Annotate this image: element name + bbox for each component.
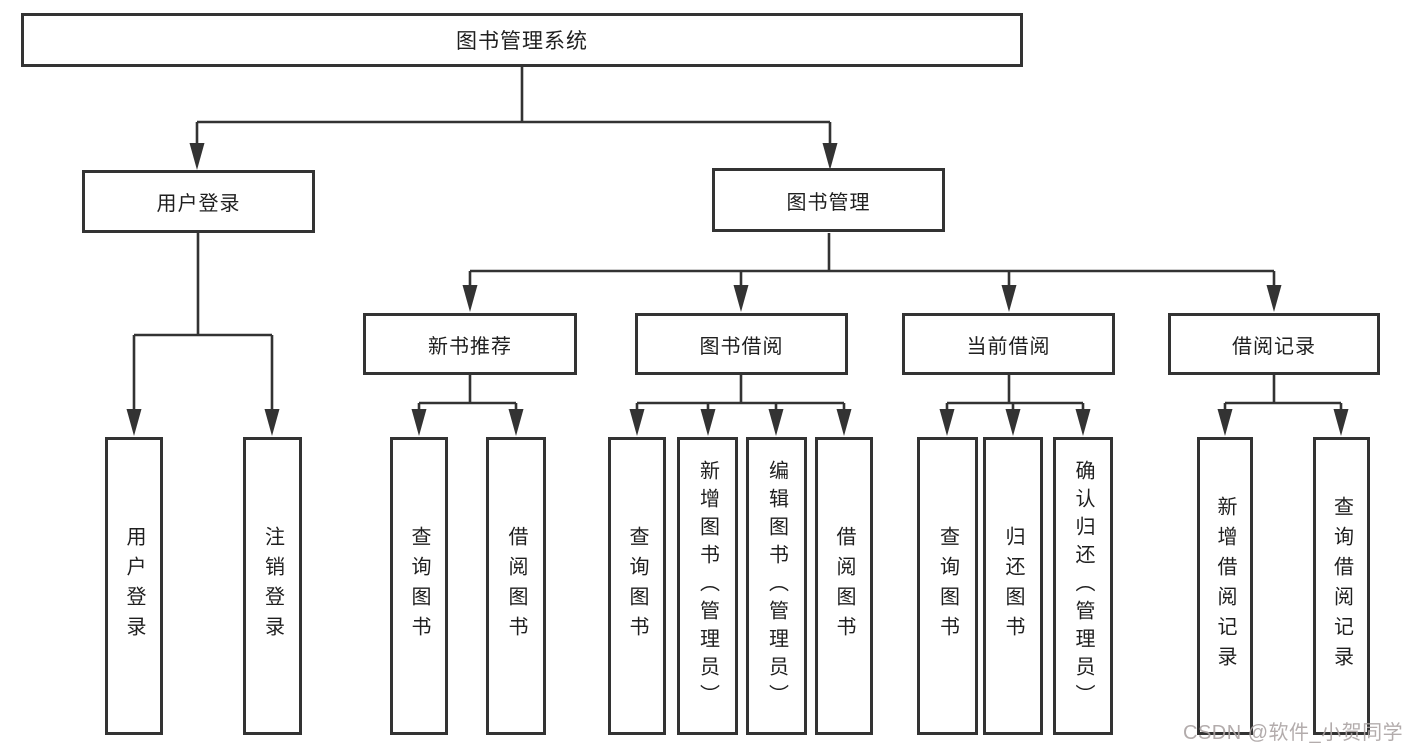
connector-borrow-record-children <box>1217 375 1349 436</box>
leaf-rec-query-book-label: 查询图书 <box>408 526 430 646</box>
node-current-borrowing-label: 当前借阅 <box>966 335 1051 358</box>
leaf-logout-label: 注销登录 <box>261 526 284 646</box>
leaf-rec-query-book: 查询图书 <box>390 437 448 735</box>
leaf-query-borrow-record-label: 查询借阅记录 <box>1330 496 1353 676</box>
leaf-user-login-label: 用户登录 <box>123 526 145 646</box>
leaf-logout: 注销登录 <box>243 437 302 735</box>
leaf-bor-edit-book-admin-label: 编辑图书（管理员） <box>765 460 788 712</box>
connector-user-login-children <box>126 233 280 436</box>
leaf-query-borrow-record: 查询借阅记录 <box>1313 437 1370 735</box>
leaf-cur-return-book: 归还图书 <box>983 437 1043 735</box>
node-borrowing-records: 借阅记录 <box>1168 313 1380 375</box>
leaf-bor-borrow-book: 借阅图书 <box>815 437 873 735</box>
csdn-watermark: CSDN @软件_小贺同学 <box>1183 722 1404 744</box>
leaf-cur-query-book-label: 查询图书 <box>936 526 959 646</box>
leaf-add-borrow-record: 新增借阅记录 <box>1197 437 1253 735</box>
leaf-rec-borrow-book: 借阅图书 <box>486 437 546 735</box>
leaf-cur-return-book-label: 归还图书 <box>1002 526 1024 646</box>
node-library-management-system-label: 图书管理系统 <box>456 30 588 53</box>
leaf-bor-edit-book-admin: 编辑图书（管理员） <box>746 437 807 735</box>
connector-new-book-rec-children <box>411 375 524 436</box>
leaf-bor-borrow-book-label: 借阅图书 <box>833 526 855 646</box>
leaf-cur-confirm-return-admin: 确认归还（管理员） <box>1053 437 1113 735</box>
leaf-bor-add-book-admin-label: 新增图书（管理员） <box>696 460 719 712</box>
leaf-add-borrow-record-label: 新增借阅记录 <box>1214 496 1236 676</box>
leaf-cur-query-book: 查询图书 <box>917 437 978 735</box>
node-user-login: 用户登录 <box>82 170 315 233</box>
leaf-bor-query-book: 查询图书 <box>608 437 666 735</box>
node-book-management: 图书管理 <box>712 168 945 232</box>
node-current-borrowing: 当前借阅 <box>902 313 1115 375</box>
connector-book-mgmt-to-level3 <box>462 233 1282 312</box>
connector-current-borrow-children <box>939 375 1091 436</box>
node-book-borrowing-label: 图书借阅 <box>699 335 784 358</box>
leaf-cur-confirm-return-admin-label: 确认归还（管理员） <box>1072 460 1094 712</box>
leaf-user-login: 用户登录 <box>105 437 163 735</box>
node-user-login-label: 用户登录 <box>156 193 241 215</box>
node-book-borrowing: 图书借阅 <box>635 313 848 375</box>
node-borrowing-records-label: 借阅记录 <box>1232 335 1316 358</box>
node-new-book-recommendation-label: 新书推荐 <box>428 335 512 358</box>
node-library-management-system: 图书管理系统 <box>21 13 1023 67</box>
leaf-bor-query-book-label: 查询图书 <box>626 526 648 646</box>
node-new-book-recommendation: 新书推荐 <box>363 313 577 375</box>
leaf-bor-add-book-admin: 新增图书（管理员） <box>677 437 738 735</box>
node-book-management-label: 图书管理 <box>786 191 871 214</box>
connector-book-borrow-children <box>629 375 852 436</box>
connector-root-to-level2 <box>189 67 838 170</box>
leaf-rec-borrow-book-label: 借阅图书 <box>505 526 527 646</box>
